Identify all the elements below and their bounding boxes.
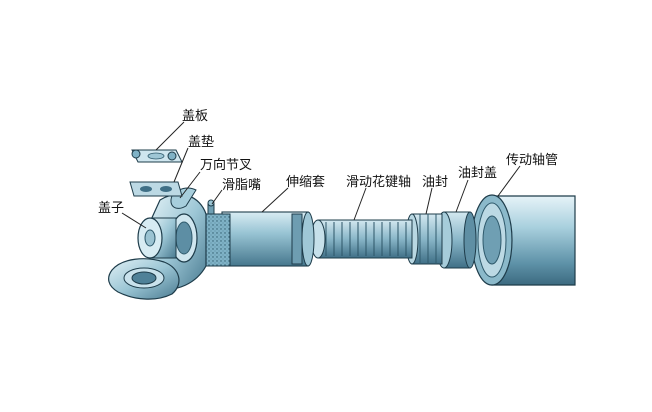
label-universal-joint-fork: 万向节叉: [200, 157, 252, 173]
label-oil-seal: 油封: [422, 175, 448, 190]
drive-shaft-tube: [471, 194, 576, 286]
leader-grease-nipple: [211, 189, 223, 205]
grease-nipple-part: [207, 199, 215, 215]
leader-lines: [121, 121, 521, 229]
leader-oil-seal-cover: [455, 179, 469, 213]
labels: 盖板 盖垫 万向节叉 滑脂嘴 盖子 伸缩套 滑动花键轴 油封 油封盖 传动轴管: [98, 109, 558, 216]
cover-plate-part: [131, 149, 183, 163]
telescopic-sleeve-part: [199, 211, 315, 267]
leader-cover-plate: [155, 121, 185, 151]
leader-gasket: [173, 147, 189, 183]
leader-oil-seal: [425, 187, 433, 215]
label-sliding-spline-shaft: 滑动花键轴: [346, 174, 411, 190]
cap-part: [137, 217, 177, 259]
leader-universal-joint-fork: [179, 171, 201, 199]
label-drive-shaft-tube: 传动轴管: [506, 153, 558, 168]
leader-sliding-spline-shaft: [353, 187, 367, 221]
label-cover-plate: 盖板: [182, 109, 208, 124]
label-oil-seal-cover: 油封盖: [458, 166, 497, 181]
leader-drive-shaft-tube: [497, 165, 521, 197]
sliding-spline-shaft-part: [310, 219, 413, 259]
leader-cap: [121, 212, 147, 229]
leader-telescopic-sleeve: [261, 187, 289, 213]
label-grease-nipple: 滑脂嘴: [222, 178, 261, 193]
label-telescopic-sleeve: 伸缩套: [286, 174, 325, 190]
gasket-part: [129, 181, 183, 197]
oil-seal-cover-part: [435, 211, 477, 269]
label-cap: 盖子: [98, 201, 124, 216]
label-gasket: 盖垫: [188, 134, 214, 150]
